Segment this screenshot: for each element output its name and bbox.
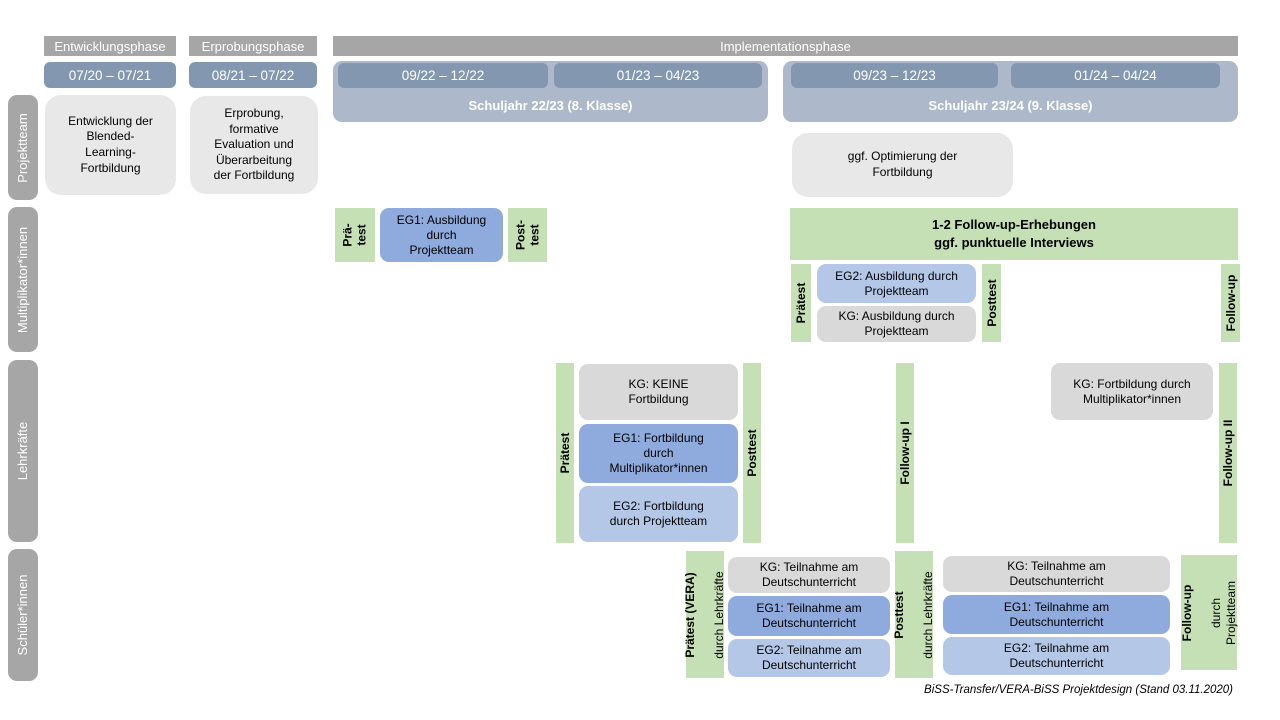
banner-followup-erhebungen: 1-2 Follow-up-Erhebungen ggf. punktuelle… [790, 208, 1238, 260]
diagram-caption: BiSS-Transfer/VERA-BiSS Projektdesign (S… [924, 684, 1233, 696]
multiplikatoren-posttest-bar-2: Posttest [982, 264, 1001, 342]
multiplikatoren-praetest-bar-2: Prätest [791, 264, 811, 342]
multiplikatoren-followup-bar-text: Follow-up [1223, 274, 1238, 332]
box-kg-teilnahme-2: KG: Teilnahme am Deutschunterricht [943, 556, 1170, 592]
row-label-projektteam: Projektteam [8, 95, 38, 200]
box-eg1-ausbildung-projektteam: EG1: Ausbildung durch Projektteam [380, 208, 503, 262]
date-bar-01-24: 01/24 – 04/24 [1011, 63, 1220, 88]
multiplikatoren-posttest-bar-2-text: Posttest [984, 279, 999, 327]
multiplikatoren-posttest-bar-1-text: Post- test [513, 220, 542, 250]
row-label-projektteam-text: Projektteam [15, 112, 31, 183]
schueler-followup-sub: durch Projektteam [1209, 580, 1238, 645]
box-eg2-fortbildung-projektteam: EG2: Fortbildung durch Projektteam [579, 486, 738, 542]
box-eg1-teilnahme-1: EG1: Teilnahme am Deutschunterricht [728, 596, 890, 636]
school-year-22-23-label: Schuljahr 22/23 (8. Klasse) [468, 98, 633, 113]
phase-bar-erprobungsphase: Erprobungsphase [189, 36, 317, 56]
lehrkraefte-posttest-bar: Posttest [743, 363, 761, 543]
box-eg2-teilnahme-2: EG2: Teilnahme am Deutschunterricht [943, 637, 1170, 675]
date-bar-09-22: 09/22 – 12/22 [338, 63, 548, 88]
row-label-schueler-text: Schüler*innen [15, 574, 31, 656]
schueler-praetest-vera-main: Prätest (VERA) [683, 571, 698, 658]
schueler-posttest-main: Posttest [892, 590, 907, 639]
lehrkraefte-praetest-bar: Prätest [556, 363, 574, 543]
school-year-23-24-label: Schuljahr 23/24 (9. Klasse) [928, 98, 1093, 113]
lehrkraefte-followup1-bar: Follow-up I [896, 363, 914, 543]
row-label-multiplikatoren: Multiplikator*innen [8, 207, 38, 352]
box-eg1-fortbildung-multiplikatoren: EG1: Fortbildung durch Multiplikator*inn… [579, 424, 738, 483]
row-label-lehrkraefte: Lehrkräfte [8, 360, 38, 542]
schueler-followup-main: Follow-up [1180, 584, 1195, 641]
multiplikatoren-praetest-bar-1-text: Prä- test [340, 223, 369, 247]
multiplikatoren-posttest-bar-1: Post- test [508, 208, 547, 262]
box-eg2-ausbildung-projektteam: EG2: Ausbildung durch Projektteam [817, 264, 976, 303]
schueler-posttest-bar-text: Posttest durch Lehrkräfte [878, 571, 950, 658]
box-eg2-teilnahme-1: EG2: Teilnahme am Deutschunterricht [728, 639, 890, 677]
phase-bar-implementationsphase: Implementationsphase [333, 36, 1238, 56]
schueler-posttest-sub: durch Lehrkräfte [921, 570, 936, 659]
box-kg-keine-fortbildung: KG: KEINE Fortbildung [579, 364, 738, 420]
row-label-multiplikatoren-text: Multiplikator*innen [15, 226, 31, 333]
box-kg-ausbildung-projektteam: KG: Ausbildung durch Projektteam [817, 306, 976, 342]
multiplikatoren-praetest-bar-1: Prä- test [335, 208, 375, 262]
date-bar-07-20: 07/20 – 07/21 [44, 62, 176, 88]
row-label-schueler: Schüler*innen [8, 549, 38, 681]
schueler-posttest-bar: Posttest durch Lehrkräfte [892, 551, 935, 678]
box-erprobung-evaluation: Erprobung, formative Evaluation und Über… [190, 96, 318, 194]
box-kg-fortbildung-multiplikatoren: KG: Fortbildung durch Multiplikator*inne… [1051, 363, 1213, 420]
lehrkraefte-followup2-bar: Follow-up II [1219, 363, 1237, 543]
lehrkraefte-praetest-bar-text: Prätest [557, 432, 572, 474]
schueler-followup-bar-text: Follow-up durch Projektteam [1166, 580, 1252, 644]
date-bar-01-23: 01/23 – 04/23 [554, 63, 762, 88]
box-kg-teilnahme-1: KG: Teilnahme am Deutschunterricht [728, 557, 890, 593]
phase-bar-entwicklungsphase: Entwicklungsphase [44, 36, 176, 56]
box-eg1-teilnahme-2: EG1: Teilnahme am Deutschunterricht [943, 595, 1170, 634]
schueler-praetest-vera-bar: Prätest (VERA) durch Lehrkräfte [683, 551, 727, 678]
multiplikatoren-followup-bar: Follow-up [1221, 264, 1240, 342]
lehrkraefte-followup1-bar-text: Follow-up I [897, 421, 912, 485]
lehrkraefte-posttest-bar-text: Posttest [744, 429, 759, 477]
schueler-followup-bar: Follow-up durch Projektteam [1180, 555, 1237, 670]
multiplikatoren-praetest-bar-2-text: Prätest [793, 282, 808, 324]
date-bar-09-23: 09/23 – 12/23 [791, 63, 998, 88]
lehrkraefte-followup2-bar-text: Follow-up II [1220, 419, 1235, 487]
date-bar-08-21: 08/21 – 07/22 [189, 62, 317, 88]
row-label-lehrkraefte-text: Lehrkräfte [15, 421, 31, 481]
box-entwicklung-fortbildung: Entwicklung der Blended- Learning- Fortb… [45, 95, 176, 195]
schueler-praetest-vera-sub: durch Lehrkräfte [712, 570, 727, 659]
box-optimierung-fortbildung: ggf. Optimierung der Fortbildung [792, 133, 1013, 197]
